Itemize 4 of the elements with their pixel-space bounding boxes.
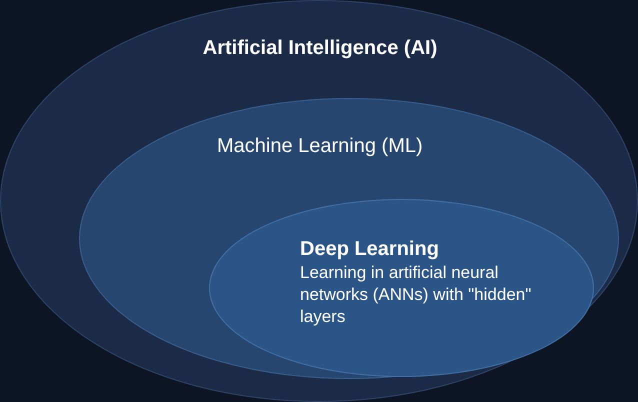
set-title: Artificial Intelligence (AI) bbox=[202, 36, 438, 61]
set-title: Deep Learning bbox=[300, 237, 440, 262]
set-description: Learning in artificial neural networks (ANNs) with "hidden" layers bbox=[300, 262, 532, 328]
set-title: Machine Learning (ML) bbox=[217, 134, 424, 159]
